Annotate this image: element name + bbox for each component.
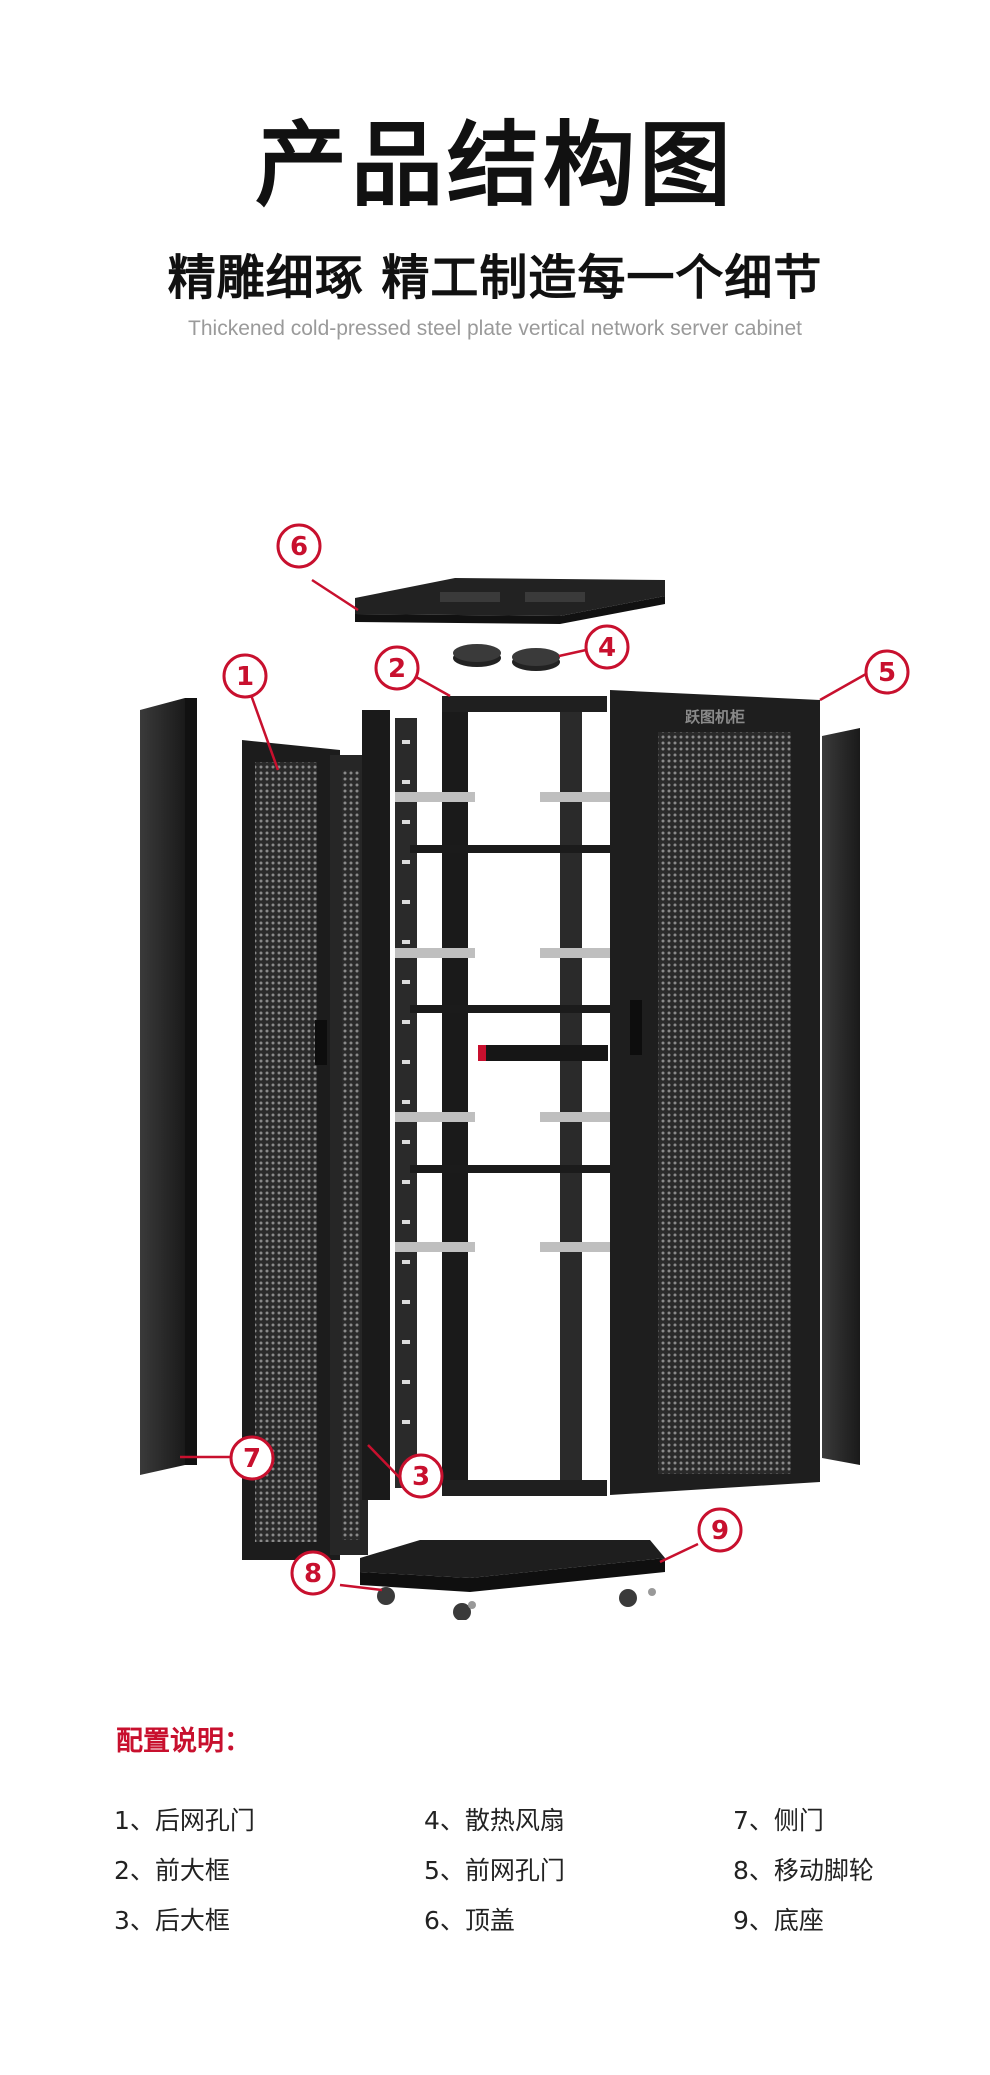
callout-1: 1 xyxy=(222,653,268,699)
rear-frame xyxy=(362,710,417,1500)
right-side-panel xyxy=(822,728,860,1465)
base-with-casters xyxy=(360,1540,665,1620)
callout-7: 7 xyxy=(229,1435,275,1481)
config-item-8: 8、移动脚轮 xyxy=(733,1856,874,1885)
page-title: 产品结构图 xyxy=(254,112,735,219)
cooling-fans xyxy=(453,644,560,671)
english-caption: Thickened cold-pressed steel plate verti… xyxy=(188,317,802,340)
svg-text:6: 6 xyxy=(290,532,308,562)
side-panel xyxy=(140,698,197,1475)
config-item-6: 6、顶盖 xyxy=(424,1906,515,1935)
config-item-3: 3、后大框 xyxy=(114,1906,230,1935)
config-item-5: 5、前网孔门 xyxy=(424,1856,565,1885)
svg-text:1: 1 xyxy=(236,662,254,692)
config-item-7: 7、侧门 xyxy=(733,1806,824,1835)
callout-6: 6 xyxy=(276,523,322,569)
svg-text:2: 2 xyxy=(388,654,406,684)
config-item-2: 2、前大框 xyxy=(114,1856,230,1885)
rear-mesh-door xyxy=(242,740,368,1560)
callout-8: 8 xyxy=(290,1550,336,1596)
config-item-1: 1、后网孔门 xyxy=(114,1806,255,1835)
door-logo: 跃图机柜 xyxy=(685,708,745,726)
svg-text:9: 9 xyxy=(711,1516,729,1546)
svg-text:3: 3 xyxy=(412,1462,430,1492)
front-frame xyxy=(395,696,610,1496)
page-subtitle: 精雕细琢 精工制造每一个细节 xyxy=(167,250,823,306)
caster-wheels xyxy=(377,1587,656,1620)
svg-text:8: 8 xyxy=(304,1559,322,1589)
callout-3: 3 xyxy=(398,1453,444,1499)
svg-text:7: 7 xyxy=(243,1444,261,1474)
svg-text:4: 4 xyxy=(598,633,616,663)
cabinet-exploded-diagram: 跃图机柜 6 4 2 1 xyxy=(140,523,910,1620)
config-item-9: 9、底座 xyxy=(733,1906,824,1935)
front-mesh-door: 跃图机柜 xyxy=(610,690,820,1495)
config-item-4: 4、散热风扇 xyxy=(424,1806,565,1835)
config-heading: 配置说明： xyxy=(116,1726,251,1757)
callout-5: 5 xyxy=(864,649,910,695)
svg-text:5: 5 xyxy=(878,658,896,688)
callout-2: 2 xyxy=(374,645,420,691)
top-cover xyxy=(355,578,665,624)
callout-4: 4 xyxy=(584,624,630,670)
callout-9: 9 xyxy=(697,1507,743,1553)
